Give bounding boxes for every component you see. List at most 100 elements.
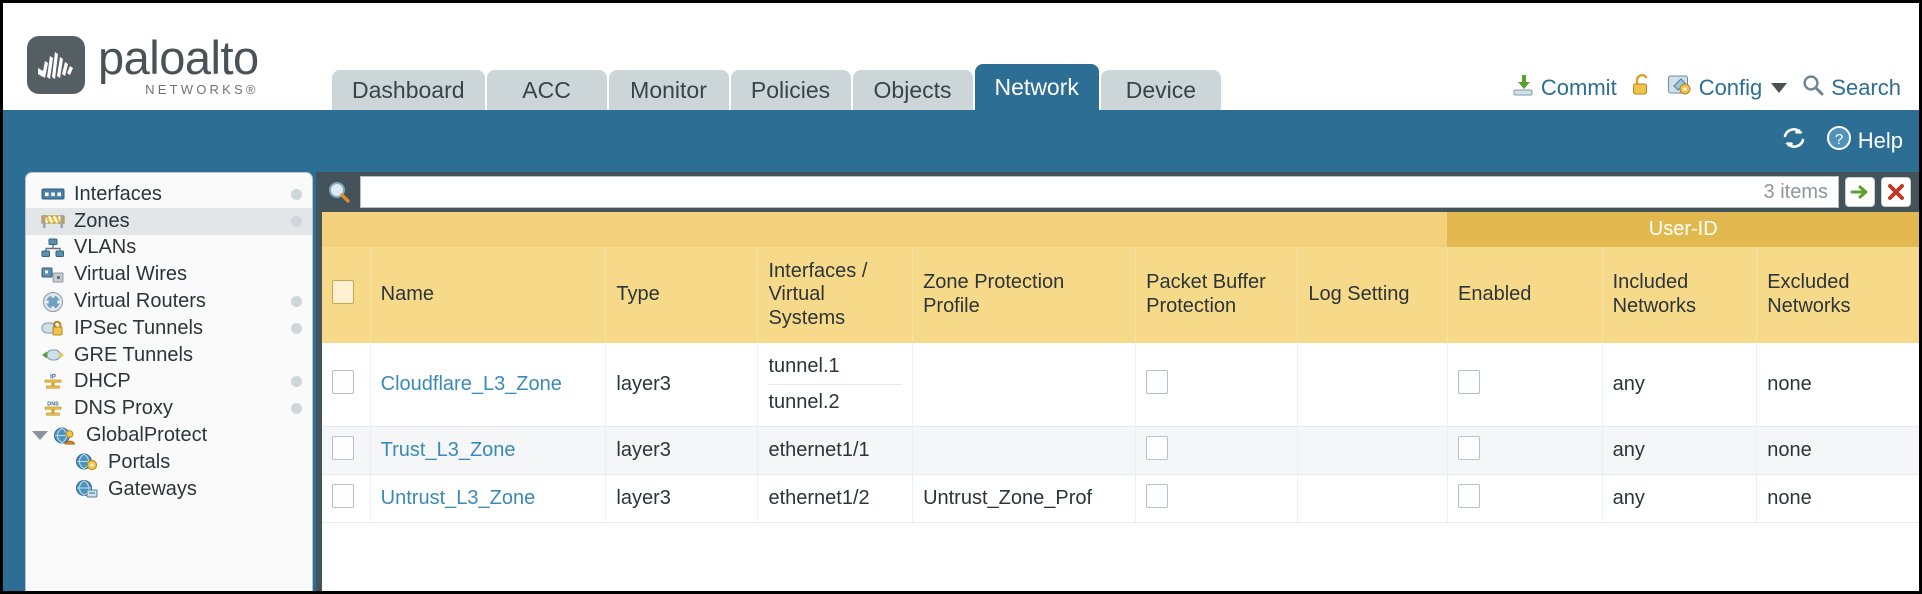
cell-packet-buffer-protection	[1135, 343, 1299, 427]
main-nav-tabs: Dashboard ACC Monitor Policies Objects N…	[332, 64, 1221, 110]
table-row[interactable]: Trust_L3_Zone layer3 ethernet1/1	[322, 426, 1919, 475]
cell-log-setting	[1297, 474, 1448, 523]
sidebar-item-zones[interactable]: Zones	[26, 207, 312, 235]
userid-enabled-checkbox[interactable]	[1457, 369, 1480, 394]
refresh-icon[interactable]	[1780, 125, 1808, 157]
sidebar-item-globalprotect[interactable]: GlobalProtect	[26, 422, 312, 449]
tab-objects[interactable]: Objects	[852, 70, 973, 110]
column-header-excluded-networks[interactable]: Excluded Networks	[1756, 247, 1919, 343]
table-row[interactable]: Untrust_L3_Zone layer3 ethernet1/2 Untru…	[322, 474, 1919, 523]
gre-tunnels-icon	[40, 344, 66, 366]
clear-filter-button[interactable]	[1881, 177, 1911, 207]
select-all-header	[322, 247, 371, 343]
cell-excluded-networks: none	[1756, 343, 1919, 427]
column-header-zone-protection-profile[interactable]: Zone Protection Profile	[912, 247, 1137, 343]
content-area: Interfaces Zones	[3, 172, 1919, 591]
sidebar-label: Portals	[108, 450, 171, 473]
zone-name-link[interactable]: Trust_L3_Zone	[380, 439, 516, 461]
status-dot	[291, 215, 302, 227]
zone-name-link[interactable]: Cloudflare_L3_Zone	[380, 373, 562, 395]
cell-type: layer3	[605, 426, 759, 475]
search-button[interactable]: Search	[1801, 73, 1901, 103]
interface-item: tunnel.2	[768, 391, 840, 413]
cell-excluded-networks: none	[1756, 426, 1919, 475]
sidebar-item-virtual-wires[interactable]: Virtual Wires	[26, 261, 312, 288]
commit-button[interactable]: Commit	[1511, 73, 1617, 103]
tab-monitor[interactable]: Monitor	[608, 70, 729, 110]
column-header-name[interactable]: Name	[370, 247, 607, 343]
column-header-interfaces[interactable]: Interfaces / Virtual Systems	[757, 247, 914, 343]
brand-name: paloalto	[98, 31, 259, 84]
table-group-header-row: User-ID	[322, 212, 1919, 247]
search-field[interactable]: 3 items	[360, 176, 1839, 208]
sidebar-label: Virtual Wires	[74, 263, 187, 286]
tab-policies[interactable]: Policies	[730, 70, 851, 110]
userid-enabled-checkbox[interactable]	[1457, 483, 1480, 508]
row-select-cell	[322, 343, 371, 427]
top-tools: Commit Config	[1511, 73, 1901, 103]
dhcp-icon: IP	[40, 371, 66, 393]
packet-buffer-protection-checkbox[interactable]	[1146, 483, 1169, 508]
column-header-enabled[interactable]: Enabled	[1447, 247, 1603, 343]
cell-zone-protection-profile	[912, 343, 1137, 427]
cell-packet-buffer-protection	[1135, 426, 1299, 475]
sidebar-item-dhcp[interactable]: IP DHCP	[26, 369, 312, 396]
portals-icon	[74, 451, 100, 473]
brand-logo: paloalto NETWORKS®	[27, 34, 259, 96]
sidebar-label: Interfaces	[74, 182, 162, 205]
tab-device[interactable]: Device	[1100, 70, 1221, 110]
virtual-wires-icon	[40, 264, 66, 286]
cell-name: Untrust_L3_Zone	[370, 474, 607, 523]
help-button[interactable]: ? Help	[1826, 125, 1903, 157]
tab-acc[interactable]: ACC	[486, 70, 607, 110]
interfaces-icon	[40, 183, 66, 205]
interface-item: ethernet1/1	[768, 439, 870, 461]
sidebar-item-gre-tunnels[interactable]: GRE Tunnels	[26, 342, 312, 369]
select-all-checkbox[interactable]	[332, 279, 354, 304]
table-row[interactable]: Cloudflare_L3_Zone layer3 tunnel.1 tunne…	[322, 343, 1919, 427]
sidebar-item-gateways[interactable]: Gateways	[26, 476, 312, 503]
vlans-icon	[40, 237, 66, 259]
column-header-included-networks[interactable]: Included Networks	[1602, 247, 1758, 343]
zones-table: User-ID Name Type Interfaces / Virtual S…	[322, 212, 1919, 523]
sidebar-item-portals[interactable]: Portals	[26, 449, 312, 476]
sidebar-item-vlans[interactable]: VLANs	[26, 235, 312, 262]
paloalto-logo-icon	[27, 36, 85, 94]
apply-filter-button[interactable]	[1845, 177, 1875, 207]
row-checkbox[interactable]	[332, 369, 354, 394]
sidebar-item-ipsec-tunnels[interactable]: IPSec Tunnels	[26, 315, 312, 342]
sidebar-item-virtual-routers[interactable]: Virtual Routers	[26, 288, 312, 315]
packet-buffer-protection-checkbox[interactable]	[1146, 435, 1169, 460]
svg-text:?: ?	[1835, 131, 1843, 148]
sidebar-item-interfaces[interactable]: Interfaces	[26, 181, 312, 208]
row-checkbox[interactable]	[332, 483, 354, 508]
filter-search-icon[interactable]	[324, 179, 354, 205]
tab-network[interactable]: Network	[974, 64, 1099, 110]
row-checkbox[interactable]	[332, 435, 354, 460]
sidebar-label: DHCP	[74, 370, 131, 393]
packet-buffer-protection-checkbox[interactable]	[1146, 369, 1169, 394]
search-input[interactable]	[371, 181, 1756, 203]
cell-userid-enabled	[1447, 474, 1603, 523]
cell-packet-buffer-protection	[1135, 474, 1299, 523]
column-header-type[interactable]: Type	[605, 247, 759, 343]
cell-included-networks: any	[1602, 426, 1758, 475]
lock-icon[interactable]	[1631, 73, 1653, 103]
status-dot	[291, 188, 302, 200]
column-header-log-setting[interactable]: Log Setting	[1297, 247, 1448, 343]
zone-name-link[interactable]: Untrust_L3_Zone	[380, 487, 536, 509]
sidebar-label: DNS Proxy	[74, 397, 173, 420]
tab-dashboard[interactable]: Dashboard	[332, 70, 485, 110]
band-tools: ? Help	[1780, 125, 1903, 157]
sidebar-label: GlobalProtect	[86, 424, 208, 447]
cell-zone-protection-profile: Untrust_Zone_Prof	[912, 474, 1137, 523]
chevron-down-icon	[1771, 83, 1788, 93]
expander-triangle-icon[interactable]	[32, 431, 48, 441]
search-label: Search	[1831, 75, 1901, 100]
brand-sub: NETWORKS®	[145, 82, 259, 97]
userid-enabled-checkbox[interactable]	[1457, 435, 1480, 460]
column-header-packet-buffer-protection[interactable]: Packet Buffer Protection	[1135, 247, 1299, 343]
sidebar-item-dns-proxy[interactable]: DNS DNS Proxy	[26, 395, 312, 422]
cell-interfaces: tunnel.1 tunnel.2	[757, 343, 914, 427]
config-menu[interactable]: Config	[1667, 73, 1788, 103]
